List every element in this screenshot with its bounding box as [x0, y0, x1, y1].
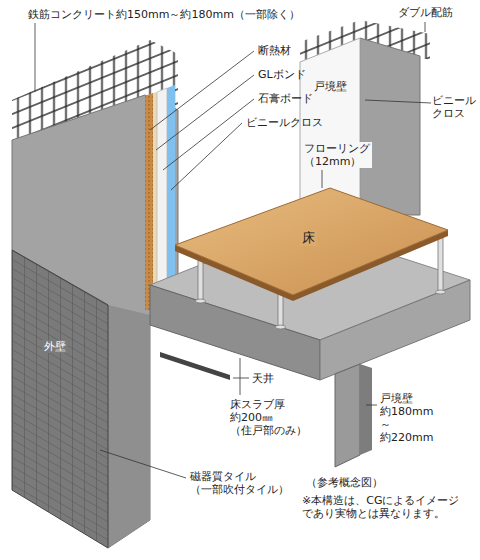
part-label: GLボンド: [258, 68, 306, 81]
concrete-wall-side: [108, 305, 150, 548]
partition-wall-side: [360, 38, 420, 215]
part-label: 石膏ボード: [258, 92, 313, 105]
tile-face: [12, 250, 108, 548]
part-label: 戸境壁: [312, 80, 349, 93]
ceiling-board: [160, 352, 230, 380]
partition-wall-lower: [335, 364, 360, 467]
slab-right: [320, 280, 470, 380]
flooring-board: [175, 188, 448, 295]
part-label: ダブル配筋: [398, 6, 453, 19]
part-label: ※本構造は、CGによるイメージ であり実物とは異なります。: [302, 494, 474, 520]
part-label: 床: [300, 230, 317, 246]
part-label: 天井: [252, 372, 274, 385]
part-label: 断熱材: [258, 44, 291, 57]
part-label: 戸境壁 約180mm～ 約220mm: [380, 392, 433, 444]
part-label: 床スラブ厚 約200㎜ （住戸部のみ）: [230, 398, 307, 437]
leader-lines: [35, 22, 431, 478]
part-label: （参考概念図）: [306, 476, 383, 489]
part-label: 外壁: [42, 340, 68, 353]
partition-wall-lower-side: [360, 364, 372, 455]
part-label: ビニール クロス: [432, 94, 476, 120]
part-label: ビニールクロス: [246, 116, 323, 129]
part-label: 磁器質タイル （一部吹付タイル）: [190, 470, 289, 496]
insulation-layer: [145, 93, 153, 310]
part-label: 鉄筋コンクリート約150mm～約180mm（一部除く）: [28, 8, 300, 21]
part-label: フローリング （12mm）: [302, 142, 372, 168]
